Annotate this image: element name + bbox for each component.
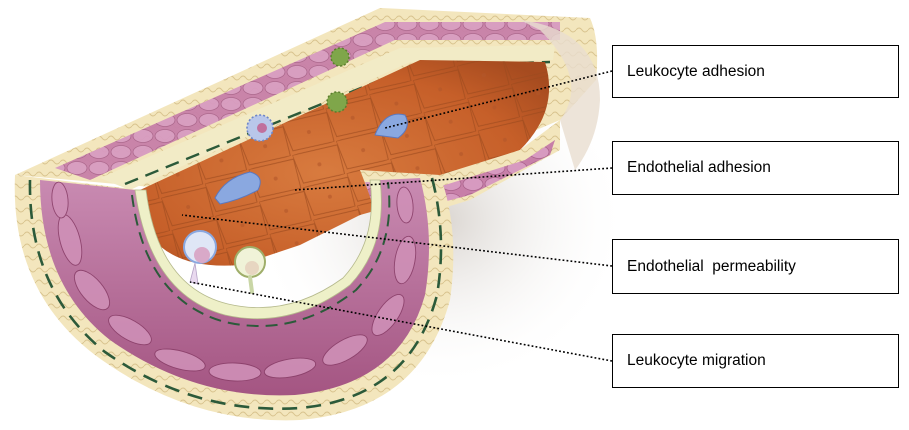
label-endothelial-permeability: Endothelial permeability <box>612 239 899 294</box>
label-endothelial-adhesion: Endothelial adhesion <box>612 141 899 195</box>
label-leukocyte-adhesion: Leukocyte adhesion <box>612 45 899 98</box>
label-leukocyte-migration: Leukocyte migration <box>612 334 899 388</box>
